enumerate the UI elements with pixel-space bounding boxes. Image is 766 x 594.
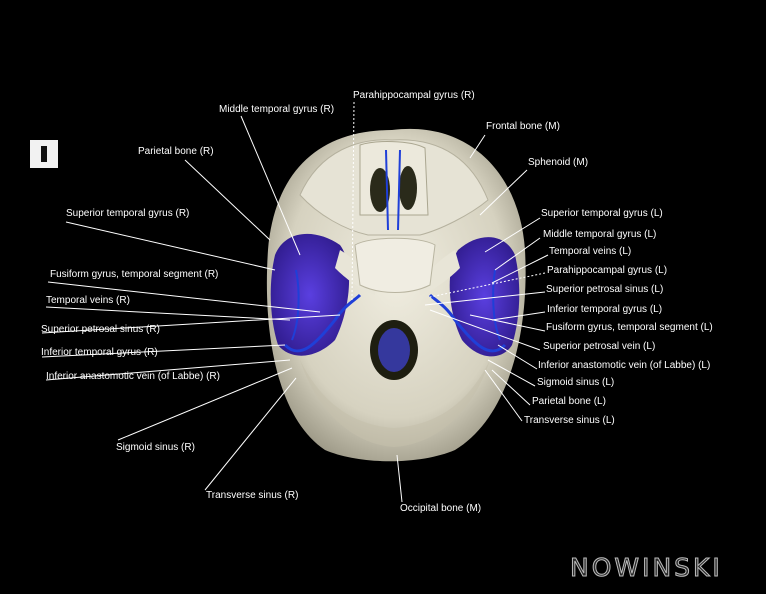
label-frontal-bone: Frontal bone (M) [486, 121, 560, 132]
label-middle-temporal-l: Middle temporal gyrus (L) [543, 229, 657, 240]
superior-sagittal-vessel-left [385, 149, 389, 231]
label-sigmoid-sinus-r: Sigmoid sinus (R) [116, 442, 195, 453]
orientation-marker-icon [41, 146, 47, 162]
label-transverse-sinus-l: Transverse sinus (L) [524, 415, 615, 426]
watermark-logo: NOWINSKI [570, 553, 723, 583]
label-parietal-bone-r: Parietal bone (R) [138, 146, 214, 157]
label-superior-petrosal-vein-l: Superior petrosal vein (L) [543, 341, 656, 352]
label-superior-petrosal-sinus-l: Superior petrosal sinus (L) [546, 284, 664, 295]
sphenoid-body [359, 141, 429, 216]
label-occipital-bone: Occipital bone (M) [400, 503, 482, 514]
label-fusiform-r: Fusiform gyrus, temporal segment (R) [50, 269, 219, 280]
label-transverse-sinus-r: Transverse sinus (R) [206, 490, 299, 501]
label-middle-temporal-r: Middle temporal gyrus (R) [219, 104, 335, 115]
label-sphenoid: Sphenoid (M) [528, 157, 589, 168]
orientation-cube-icon[interactable] [30, 140, 58, 168]
label-inferior-anastomotic-l: Inferior anastomotic vein (of Labbe) (L) [538, 360, 711, 371]
label-temporal-veins-l: Temporal veins (L) [549, 246, 632, 257]
label-superior-petrosal-sinus-r: Superior petrosal sinus (R) [41, 324, 160, 335]
leader-lines [41, 101, 549, 503]
label-temporal-veins-r: Temporal veins (R) [46, 295, 130, 306]
label-superior-temporal-r: Superior temporal gyrus (R) [66, 208, 190, 219]
label-parahippocampal-l: Parahippocampal gyrus (L) [547, 265, 668, 276]
label-inferior-anastomotic-r: Inferior anastomotic vein (of Labbe) (R) [46, 371, 220, 382]
label-parietal-bone-l: Parietal bone (L) [532, 396, 606, 407]
label-fusiform-l: Fusiform gyrus, temporal segment (L) [546, 322, 713, 333]
transverse-sinus-left-vessel [428, 293, 507, 353]
label-inferior-temporal-r: Inferior temporal gyrus (R) [41, 347, 158, 358]
transverse-sinus-right-vessel [283, 293, 362, 353]
label-inferior-temporal-l: Inferior temporal gyrus (L) [547, 304, 663, 315]
left-temporal-lobe [449, 237, 520, 357]
label-parahippocampal-r: Parahippocampal gyrus (R) [353, 90, 475, 101]
label-sigmoid-sinus-l: Sigmoid sinus (L) [537, 377, 615, 388]
label-superior-temporal-l: Superior temporal gyrus (L) [541, 208, 663, 219]
